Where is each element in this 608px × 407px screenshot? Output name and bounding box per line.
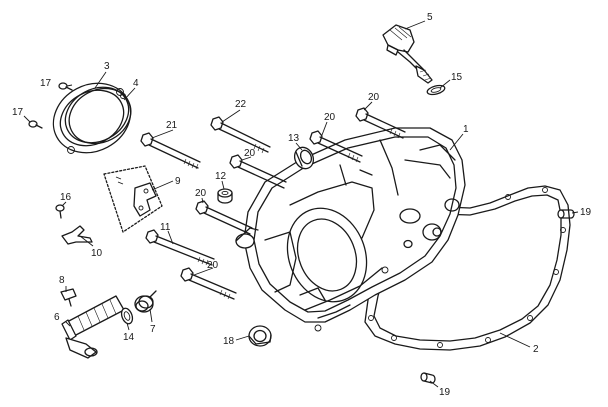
callout-1: 1 [463, 124, 469, 135]
callout-20-middle: 20 [195, 188, 207, 199]
plug-12 [217, 188, 233, 204]
callout-20-lower: 20 [207, 260, 219, 271]
callout-3: 3 [104, 61, 110, 72]
bolt-20-lower [180, 267, 237, 300]
callout-18: 18 [223, 336, 235, 347]
bolt-20-top-right [355, 107, 406, 139]
bolt-22 [210, 116, 271, 154]
crankcase-cover [235, 127, 466, 332]
oil-seal-13 [293, 146, 315, 170]
o-ring-15 [426, 84, 446, 96]
callout-9: 9 [175, 176, 181, 187]
bolt-20-top-center [309, 130, 363, 163]
callout-13: 13 [288, 133, 300, 144]
leader-lines [23, 20, 579, 388]
cover-gasket-4 [68, 87, 132, 145]
callout-16: 16 [60, 192, 72, 203]
callout-20-upper-left: 20 [244, 148, 256, 159]
dowel-19-bottom [420, 372, 436, 384]
callout-7: 7 [150, 324, 156, 335]
dowel-19-right [557, 209, 575, 219]
plate-9 [103, 165, 163, 233]
bolt-20-middle [195, 200, 253, 235]
washer-14 [120, 307, 134, 325]
callout-15: 15 [451, 72, 463, 83]
callout-19-right: 19 [580, 207, 592, 218]
callout-19-bottom: 19 [439, 387, 451, 398]
callout-10: 10 [91, 248, 103, 259]
bolt-8 [60, 288, 77, 307]
callout-8: 8 [59, 275, 65, 286]
callout-5: 5 [427, 12, 433, 23]
bolt-20-upper-left [229, 154, 287, 189]
callout-17-top: 17 [40, 78, 52, 89]
round-cover-3 [52, 82, 132, 154]
callout-20-top-center: 20 [324, 112, 336, 123]
callout-labels: 1 2 3 4 5 6 7 8 9 10 11 12 13 14 15 16 1… [12, 12, 592, 398]
callout-20-top-right: 20 [368, 92, 380, 103]
callout-4: 4 [133, 78, 139, 89]
callout-2: 2 [533, 344, 539, 355]
callout-17-left: 17 [12, 107, 24, 118]
callout-21: 21 [166, 120, 178, 131]
spring-7 [134, 290, 157, 313]
screw-17-left [28, 120, 43, 129]
screw-17-top [58, 82, 73, 91]
callout-22: 22 [235, 99, 247, 110]
callout-12: 12 [215, 171, 227, 182]
bolt-11 [145, 229, 215, 266]
callout-11: 11 [160, 222, 171, 233]
callout-14: 14 [123, 332, 135, 343]
bushing-18 [248, 325, 272, 347]
bolt-16 [55, 204, 65, 219]
gasket [364, 185, 571, 351]
dipstick-5 [382, 24, 433, 84]
callout-6: 6 [54, 312, 60, 323]
clip-10 [61, 225, 93, 245]
bolt-21 [140, 132, 201, 170]
